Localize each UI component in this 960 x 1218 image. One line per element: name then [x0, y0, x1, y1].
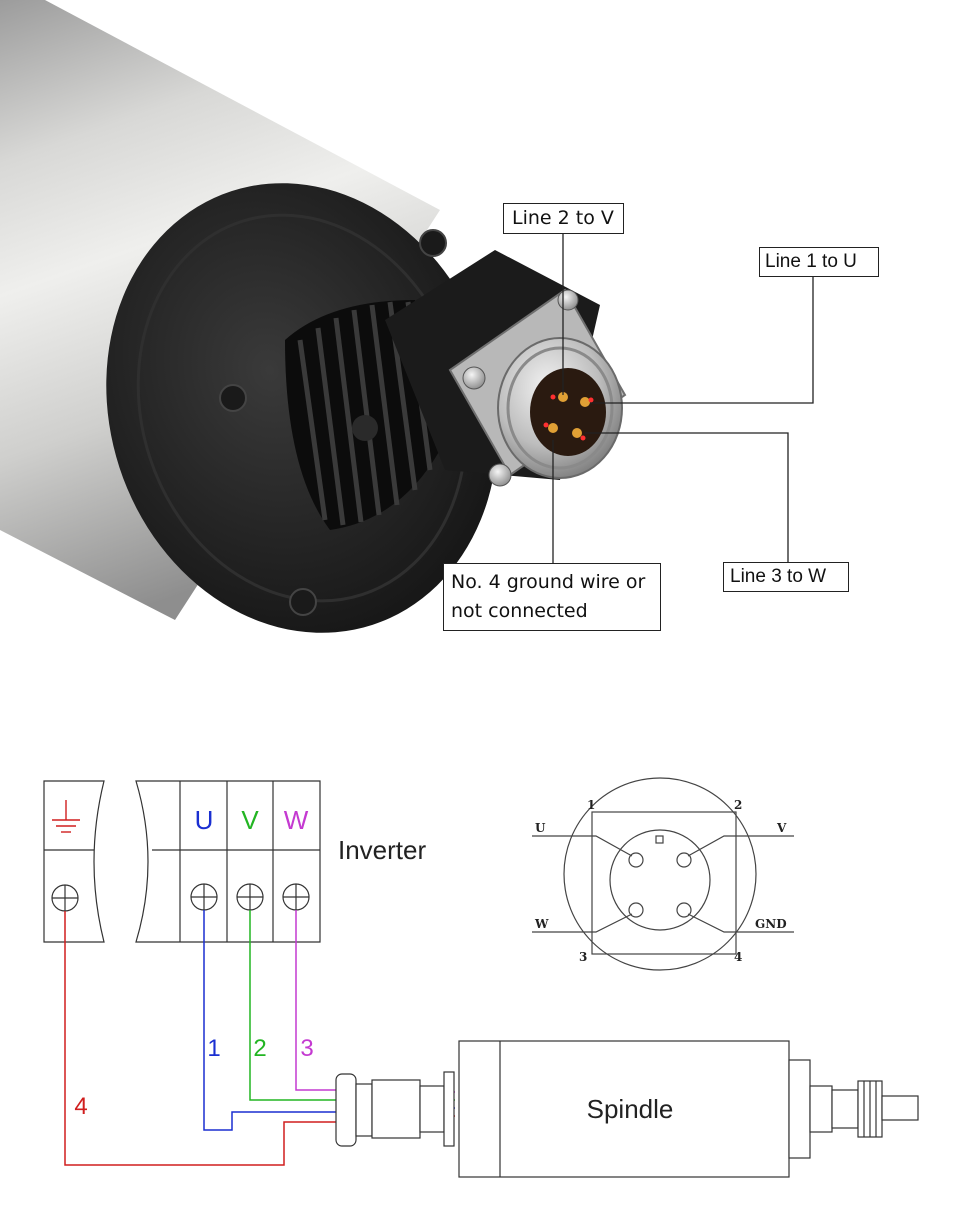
- inverter-label: Inverter: [338, 835, 426, 865]
- wire-3-label: 3: [300, 1035, 313, 1062]
- signal-u-label: U: [535, 821, 546, 835]
- terminal-v-label: V: [241, 805, 259, 835]
- cap-screw-icon: [419, 229, 447, 257]
- pin-4-label: 4: [734, 950, 742, 964]
- aviation-connector: [448, 288, 627, 487]
- signal-gnd-label: GND: [755, 917, 787, 931]
- cable-gland: [335, 1071, 455, 1147]
- wire-2-label: 2: [253, 1035, 266, 1062]
- connector-outline: [563, 777, 757, 971]
- spindle-motor-photo: [0, 0, 814, 633]
- terminal-screw-icon: [282, 883, 310, 911]
- wire-1-label: 1: [207, 1035, 220, 1062]
- callout-line-1-to-u: Line 1 to U: [759, 247, 879, 277]
- cap-screw-icon: [289, 588, 317, 616]
- callout-line-3-to-w: Line 3 to W: [723, 562, 849, 592]
- ground-terminal-block: [43, 780, 105, 943]
- cap-screw-icon: [219, 384, 247, 412]
- pin-3-label: 3: [579, 950, 587, 964]
- ground-screw-icon: [51, 884, 79, 912]
- pin-1-label: 1: [587, 798, 595, 812]
- terminal-w-label: W: [284, 805, 309, 835]
- terminal-screw-icon: [190, 883, 218, 911]
- signal-w-label: W: [534, 917, 549, 931]
- connector-pin-diagram: [532, 777, 794, 971]
- wire-1: [203, 910, 345, 1131]
- signal-v-label: V: [776, 821, 787, 835]
- wire-4-label: 4: [74, 1093, 87, 1120]
- spindle-drawing: [458, 1040, 919, 1178]
- wire-4: [64, 911, 345, 1166]
- wire-2: [249, 910, 345, 1101]
- callout-line-2-to-v: Line 2 to V: [503, 203, 624, 234]
- wiring-diagram: U V W Inverter 1 2 3 4: [43, 780, 919, 1178]
- terminal-screw-icon: [236, 883, 264, 911]
- wire-3: [295, 910, 345, 1091]
- inverter-terminal-block: [135, 780, 321, 943]
- terminal-u-label: U: [195, 805, 214, 835]
- ground-symbol-icon: [52, 800, 80, 833]
- leader-lines: [552, 234, 814, 563]
- pin-2-label: 2: [734, 798, 742, 812]
- callout-ground-wire: No. 4 ground wire or not connected: [443, 563, 661, 631]
- spindle-label: Spindle: [587, 1094, 674, 1124]
